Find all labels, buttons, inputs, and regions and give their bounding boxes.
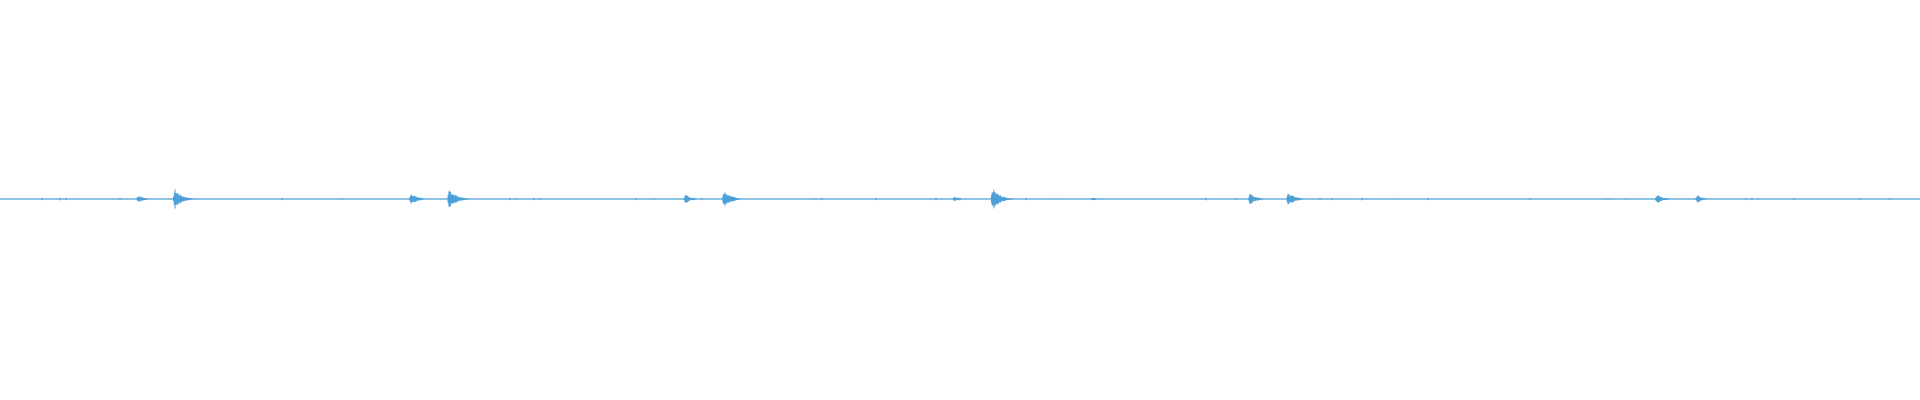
waveform-burst xyxy=(173,189,195,209)
waveform-bursts xyxy=(41,189,1891,209)
waveform-burst xyxy=(136,196,150,202)
waveform-burst xyxy=(1090,197,1099,201)
waveform-burst xyxy=(1248,194,1267,204)
waveform-burst xyxy=(447,190,470,208)
waveform-burst xyxy=(683,195,697,203)
waveform-burst xyxy=(722,192,744,206)
waveform-burst xyxy=(1655,195,1672,203)
waveform-burst xyxy=(952,196,964,202)
waveform-burst xyxy=(1695,195,1710,203)
waveform-burst xyxy=(990,189,1013,209)
waveform-burst xyxy=(409,194,429,204)
